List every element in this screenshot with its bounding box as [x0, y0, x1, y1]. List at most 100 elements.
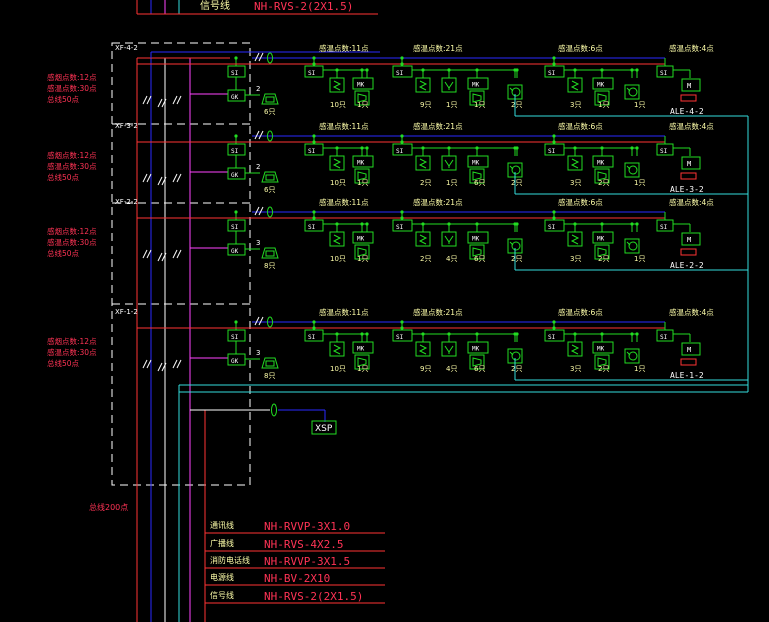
horn-icon [469, 244, 485, 260]
segment-si-label: SI [396, 148, 404, 155]
header-label: 感温点数:4点 [669, 197, 714, 207]
floor-id: XF-2-2 [115, 198, 138, 206]
junction-dot [400, 320, 404, 324]
break-mark [161, 98, 167, 108]
junction-dot [635, 332, 639, 336]
cabinet-frames [111, 42, 251, 486]
smoke-detector-icon [567, 77, 583, 93]
segment-si-label: SI [308, 334, 316, 341]
si-label: SI [231, 224, 239, 231]
device-count: 10只 [330, 365, 346, 373]
zigzag [570, 158, 580, 169]
phone-count: 8只 [264, 262, 275, 270]
gk-label: GK [231, 94, 239, 101]
wire [509, 87, 514, 92]
mk-box: MK [592, 77, 614, 90]
floor-note: 总线50点 [47, 172, 80, 182]
break-mark [254, 52, 260, 62]
junction-dot [400, 56, 404, 60]
break-mark [176, 173, 182, 183]
zigzag [570, 234, 580, 245]
junction-dot [447, 146, 451, 150]
legend-row: 电源线 NH-BV-2X10 [205, 572, 385, 586]
wire [626, 87, 631, 92]
wire [626, 351, 631, 356]
top-legend-tag: 信号线 [200, 0, 230, 12]
device-count: 1只 [357, 179, 368, 187]
trunk-note: 总线200点 [89, 502, 128, 512]
fuse-mark [267, 316, 273, 328]
side-number: 3 [256, 239, 260, 247]
header-label: 感温点数:11点 [319, 307, 369, 317]
break-mark [161, 362, 167, 372]
bell-circle [511, 241, 521, 251]
horn-icon [469, 168, 485, 184]
ale-red-box [680, 248, 697, 256]
zigzag [570, 344, 580, 355]
legend-cable: NH-RVVP-3X1.5 [264, 555, 350, 568]
legend-cable: NH-BV-2X10 [264, 572, 330, 585]
floor-xf-2-2: XF-2-2感烟点数:12点感温点数:30点总线50点SIGK38只感温点数:1… [47, 197, 748, 271]
break-mark [172, 95, 178, 105]
wire [509, 351, 514, 356]
junction-dot [447, 222, 451, 226]
module-label: MK [357, 346, 365, 353]
junction-dot [360, 332, 364, 336]
break-mark [258, 316, 264, 326]
break-mark [176, 359, 182, 369]
icon-frame [354, 168, 370, 184]
ale-si-label: SI [660, 148, 668, 155]
junction-dot [421, 222, 425, 226]
icon-frame [624, 162, 640, 178]
motor-label: M [687, 82, 691, 90]
floor-note: 感温点数:30点 [47, 347, 97, 357]
legend-tag: 广播线 [210, 538, 234, 548]
trunk-lines [136, 51, 749, 622]
horn-shape [472, 247, 482, 257]
zigzag [570, 80, 580, 91]
zigzag [332, 234, 342, 245]
motor-label: M [687, 160, 691, 168]
legend-tag: 电源线 [210, 572, 234, 582]
junction-dot [635, 222, 639, 226]
device-count: 2只 [598, 365, 609, 373]
junction-dot [630, 222, 634, 226]
horn-icon [594, 90, 610, 106]
module-frame [467, 77, 489, 90]
junction-dot [312, 216, 316, 220]
break-mark [258, 52, 264, 62]
horn-icon [469, 354, 485, 370]
gk-label: GK [231, 248, 239, 255]
module-label: MK [357, 160, 365, 167]
top-legend: 信号线 NH-RVS-2(2X1.5) [136, 0, 378, 15]
junction-dot [552, 320, 556, 324]
legend-tag: 消防电话线 [210, 555, 250, 565]
floor-id: XF-4-2 [115, 44, 138, 52]
junction-dot [600, 146, 604, 150]
break-mark [142, 359, 148, 369]
junction-dot [630, 68, 634, 72]
header-label: 感温点数:11点 [319, 197, 369, 207]
phone-icon [261, 93, 279, 105]
break-mark [258, 130, 264, 140]
heat-detector-icon [441, 77, 457, 93]
si-label: SI [231, 334, 239, 341]
icon-frame [329, 77, 345, 93]
device-count: 1只 [598, 101, 609, 109]
icon-frame [415, 77, 431, 93]
xsp-group: XSP [190, 403, 337, 435]
phone-body [261, 357, 279, 369]
module-frame [352, 155, 374, 168]
junction-dot [573, 68, 577, 72]
junction-dot [312, 134, 316, 138]
icon-frame [415, 231, 431, 247]
mk-box: MK [467, 77, 489, 90]
junction-dot [552, 140, 556, 144]
